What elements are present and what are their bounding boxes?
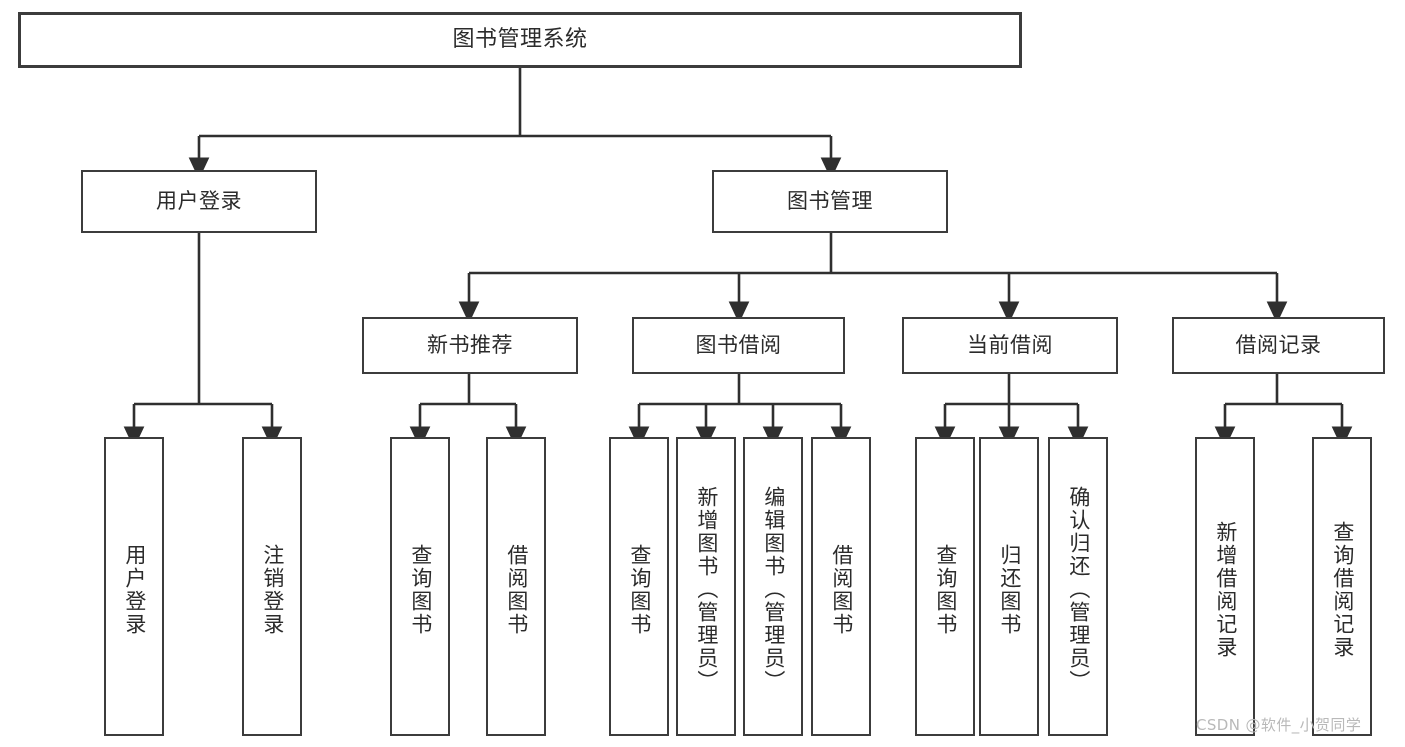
leaf-query-book-newbook[interactable]: 查询图书 — [390, 437, 450, 736]
node-root[interactable]: 图书管理系统 — [18, 12, 1022, 68]
leaf-logout-label: 注销登录 — [260, 543, 285, 636]
leaf-query-book-current[interactable]: 查询图书 — [915, 437, 975, 736]
node-borrow-record-label: 借阅记录 — [1235, 333, 1322, 358]
leaf-return-book[interactable]: 归还图书 — [979, 437, 1039, 736]
leaf-confirm-return-admin[interactable]: 确认归还（管理员） — [1048, 437, 1108, 736]
node-current-borrow[interactable]: 当前借阅 — [902, 317, 1118, 374]
leaf-query-borrow-record-label: 查询借阅记录 — [1330, 520, 1355, 659]
leaf-user-login-label: 用户登录 — [122, 543, 147, 636]
leaf-edit-book-admin-label: 编辑图书（管理员） — [761, 486, 786, 693]
leaf-add-borrow-record-label: 新增借阅记录 — [1213, 520, 1238, 659]
node-borrow-record[interactable]: 借阅记录 — [1172, 317, 1385, 374]
node-current-borrow-label: 当前借阅 — [967, 333, 1053, 358]
node-book-management[interactable]: 图书管理 — [712, 170, 948, 233]
leaf-borrow-book-newbook[interactable]: 借阅图书 — [486, 437, 546, 736]
leaf-query-book-borrow[interactable]: 查询图书 — [609, 437, 669, 736]
node-user-login-label: 用户登录 — [156, 189, 242, 214]
node-book-borrow[interactable]: 图书借阅 — [632, 317, 845, 374]
leaf-edit-book-admin[interactable]: 编辑图书（管理员） — [743, 437, 803, 736]
leaf-borrow-book-label: 借阅图书 — [829, 543, 854, 636]
leaf-query-book-borrow-label: 查询图书 — [627, 543, 652, 636]
leaf-confirm-return-admin-label: 确认归还（管理员） — [1066, 486, 1091, 693]
leaf-return-book-label: 归还图书 — [997, 543, 1022, 636]
leaf-query-book-current-label: 查询图书 — [933, 543, 958, 636]
leaf-user-login[interactable]: 用户登录 — [104, 437, 164, 736]
leaf-add-book-admin[interactable]: 新增图书（管理员） — [676, 437, 736, 736]
leaf-query-book-newbook-label: 查询图书 — [408, 543, 433, 636]
node-new-book-recommend[interactable]: 新书推荐 — [362, 317, 578, 374]
node-user-login[interactable]: 用户登录 — [81, 170, 317, 233]
node-root-label: 图书管理系统 — [452, 27, 588, 53]
leaf-borrow-book-newbook-label: 借阅图书 — [504, 543, 529, 636]
watermark: CSDN @软件_小贺同学 — [1196, 716, 1362, 734]
leaf-query-borrow-record[interactable]: 查询借阅记录 — [1312, 437, 1372, 736]
node-book-management-label: 图书管理 — [787, 189, 873, 214]
leaf-borrow-book[interactable]: 借阅图书 — [811, 437, 871, 736]
node-new-book-recommend-label: 新书推荐 — [427, 333, 513, 358]
leaf-add-borrow-record[interactable]: 新增借阅记录 — [1195, 437, 1255, 736]
leaf-add-book-admin-label: 新增图书（管理员） — [694, 486, 719, 693]
node-book-borrow-label: 图书借阅 — [695, 333, 782, 358]
leaf-logout[interactable]: 注销登录 — [242, 437, 302, 736]
